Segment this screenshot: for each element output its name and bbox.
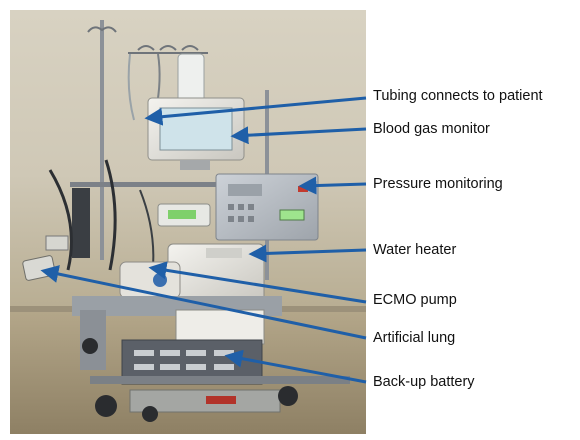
label-backup-battery: Back-up battery: [373, 374, 475, 390]
label-pressure-monitoring: Pressure monitoring: [373, 176, 503, 192]
label-blood-gas-monitor: Blood gas monitor: [373, 121, 490, 137]
ecmo-machine-photo: [10, 10, 366, 434]
label-ecmo-pump: ECMO pump: [373, 292, 457, 308]
label-tubing: Tubing connects to patient: [373, 88, 543, 104]
label-water-heater: Water heater: [373, 242, 457, 258]
label-artificial-lung: Artificial lung: [373, 330, 456, 346]
